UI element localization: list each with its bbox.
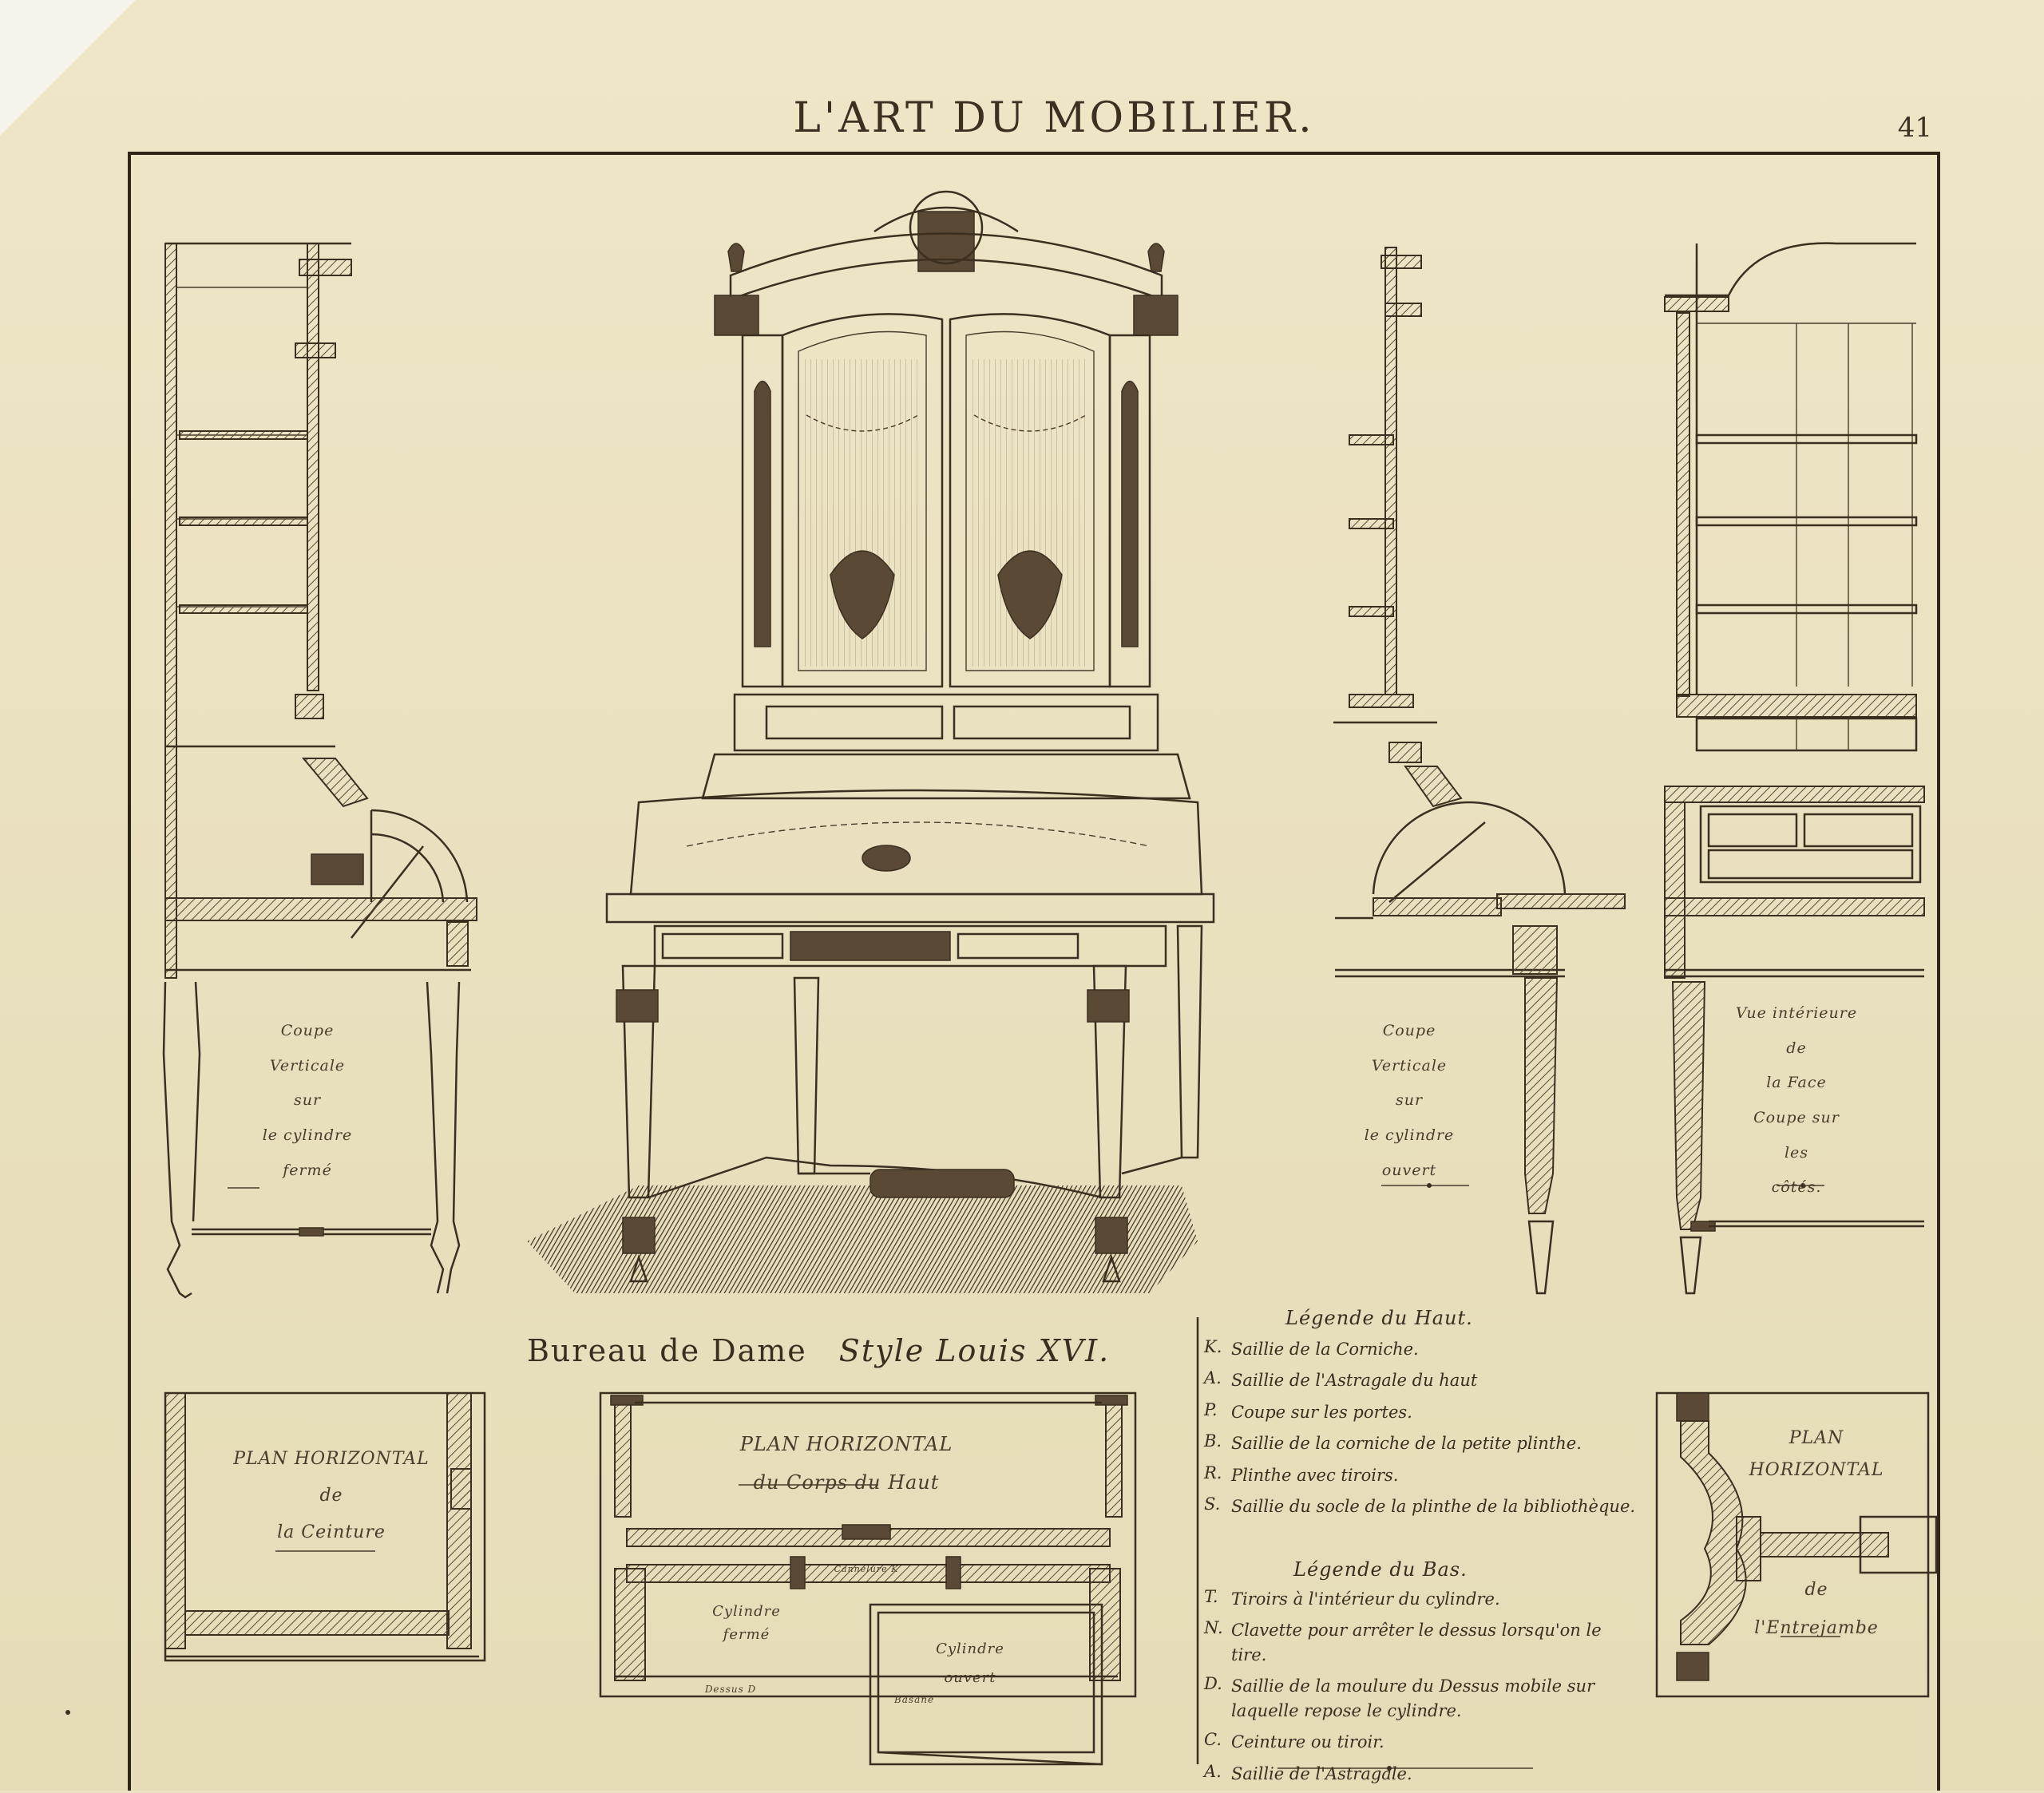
label-line: le cylindre <box>1364 1126 1455 1145</box>
page-title: L'ART DU MOBILIER. <box>793 94 1315 142</box>
page-number: 41 <box>1897 112 1932 144</box>
legend-text: Clavette pour arrêter le dessus lorsqu'o… <box>1231 1621 1602 1664</box>
label-line: PLAN HORIZONTAL <box>233 1449 430 1469</box>
legend-item: D. Saillie de la moulure du Dessus mobile… <box>1204 1674 1638 1723</box>
legend-key: R. <box>1204 1463 1222 1482</box>
label-line: fermé <box>283 1161 332 1179</box>
legend-text: Tiroirs à l'intérieur du cylindre. <box>1231 1589 1500 1609</box>
label-line: Coupe <box>280 1022 335 1039</box>
legend-text: Saillie de l'Astragale du haut <box>1231 1371 1478 1391</box>
legend-key: A. <box>1204 1368 1222 1388</box>
legend-key: C. <box>1204 1730 1222 1750</box>
label-line: de <box>1786 1039 1807 1057</box>
legend-item: C. Ceinture ou tiroir. <box>1204 1730 1638 1754</box>
legend-item: P. Coupe sur les portes. <box>1204 1400 1638 1424</box>
label-line: fermé <box>723 1625 770 1643</box>
legend-item: T. Tiroirs à l'intérieur du cylindre. <box>1204 1587 1638 1611</box>
legend-key: S. <box>1204 1494 1221 1514</box>
legend-key: P. <box>1204 1399 1218 1419</box>
legend-item: A. Saillie de l'Astragale. <box>1204 1762 1638 1786</box>
legend-haut-list: K. Saillie de la Corniche. A. Saillie de l'… <box>1204 1337 1638 1526</box>
caption-title: Bureau de Dame <box>527 1333 807 1368</box>
label-line: sur <box>1395 1091 1424 1110</box>
bureau-elevation <box>527 190 1215 1293</box>
label-plan-entrejambe-bottom: de l'Entrejambe <box>1733 1571 1900 1649</box>
legend-key: K. <box>1204 1337 1222 1356</box>
label-line: HORIZONTAL <box>1749 1459 1884 1480</box>
label-line: PLAN HORIZONTAL <box>739 1433 953 1455</box>
legend-text: Saillie de l'Astragale. <box>1231 1763 1412 1783</box>
legend-key: T. <box>1204 1587 1218 1606</box>
label-line: de <box>1804 1580 1828 1600</box>
legend-text: Saillie de la moulure du Dessus mobile s… <box>1231 1676 1595 1720</box>
legend-item: B. Saillie de la corniche de la petite pl… <box>1204 1431 1638 1455</box>
label-line: ouvert <box>944 1669 996 1686</box>
section-vue-interieure <box>1664 242 1925 1295</box>
label-line: Coupe sur <box>1753 1109 1840 1127</box>
label-cannelure: Cannelure K <box>834 1564 899 1574</box>
label-plan-corps-haut: PLAN HORIZONTAL du Corps du Haut <box>703 1425 990 1502</box>
label-coupe-ouvert: Coupe Verticale sur le cylindre ouvert <box>1333 1014 1485 1188</box>
label-line: du Corps du Haut <box>753 1471 940 1494</box>
label-cylindre-ferme: Cylindre fermé <box>691 1601 802 1647</box>
legend-bas-title: Légende du Bas. <box>1293 1558 1468 1581</box>
label-line: sur <box>293 1091 322 1110</box>
legend-item: K. Saillie de la Corniche. <box>1204 1337 1638 1361</box>
legend-key: D. <box>1204 1674 1222 1694</box>
legend-text: Saillie de la corniche de la petite plin… <box>1231 1434 1582 1454</box>
legend-haut-title: Légende du Haut. <box>1285 1307 1473 1329</box>
section-cylindre-ouvert <box>1333 247 1626 1295</box>
legend-key: A. <box>1204 1761 1222 1781</box>
label-line: Vue intérieure <box>1735 1004 1858 1022</box>
label-basane: Basane <box>893 1694 935 1705</box>
folded-corner <box>0 0 136 136</box>
legend-bas-list: T. Tiroirs à l'intérieur du cylindre. N. Cl… <box>1204 1587 1638 1793</box>
legend-item: N. Clavette pour arrêter le dessus lorsqu… <box>1204 1618 1638 1667</box>
label-line: la Ceinture <box>277 1522 386 1543</box>
main-caption: Bureau de Dame Style Louis XVI. <box>527 1333 1182 1368</box>
label-line: l'Entrejambe <box>1754 1618 1879 1639</box>
label-line: Verticale <box>269 1056 346 1075</box>
label-line: le cylindre <box>262 1126 353 1145</box>
label-line: Verticale <box>1371 1056 1448 1075</box>
plan-entrejambe <box>1655 1391 1938 1698</box>
label-line: la Face <box>1766 1074 1827 1092</box>
legend-text: Coupe sur les portes. <box>1231 1402 1412 1422</box>
label-line: côtés. <box>1771 1178 1822 1197</box>
label-dessus: Dessus D <box>704 1684 757 1695</box>
label-coupe-ferme: Coupe Verticale sur le cylindre fermé <box>232 1014 383 1188</box>
plan-corps-du-haut <box>599 1391 1137 1766</box>
label-line: ouvert <box>1381 1161 1437 1179</box>
section-cylindre-ferme <box>162 242 477 1299</box>
label-plan-ceinture: PLAN HORIZONTAL de la Ceinture <box>216 1441 447 1552</box>
legend-key: B. <box>1204 1431 1222 1451</box>
label-line: PLAN <box>1788 1428 1844 1448</box>
legend-text: Saillie de la Corniche. <box>1231 1340 1419 1359</box>
label-line: les <box>1784 1143 1809 1162</box>
label-vue-interieure: Vue intérieure de la Face Coupe sur les … <box>1717 996 1876 1205</box>
label-line: de <box>319 1486 343 1506</box>
legend-item: R. Plinthe avec tiroirs. <box>1204 1463 1638 1487</box>
legend-text: Plinthe avec tiroirs. <box>1231 1465 1399 1485</box>
plan-ceinture <box>164 1391 486 1662</box>
plate-border-frame <box>128 152 1940 1791</box>
label-line: Cylindre <box>936 1641 1004 1657</box>
caption-style: Style Louis XVI. <box>838 1333 1111 1368</box>
label-plan-entrejambe-top: PLAN HORIZONTAL <box>1733 1423 1900 1486</box>
legend-text: Ceinture ou tiroir. <box>1231 1732 1384 1752</box>
legend-text: Saillie du socle de la plinthe de la bib… <box>1231 1497 1636 1517</box>
label-line: Coupe <box>1382 1022 1436 1039</box>
label-cylindre-ouvert: Cylindre ouvert <box>910 1635 1030 1692</box>
legend-item: A. Saillie de l'Astragale du haut <box>1204 1368 1638 1392</box>
label-line: Cylindre <box>712 1603 781 1620</box>
legend-item: S. Saillie du socle de la plinthe de la b… <box>1204 1494 1638 1518</box>
legend-key: N. <box>1204 1618 1223 1638</box>
